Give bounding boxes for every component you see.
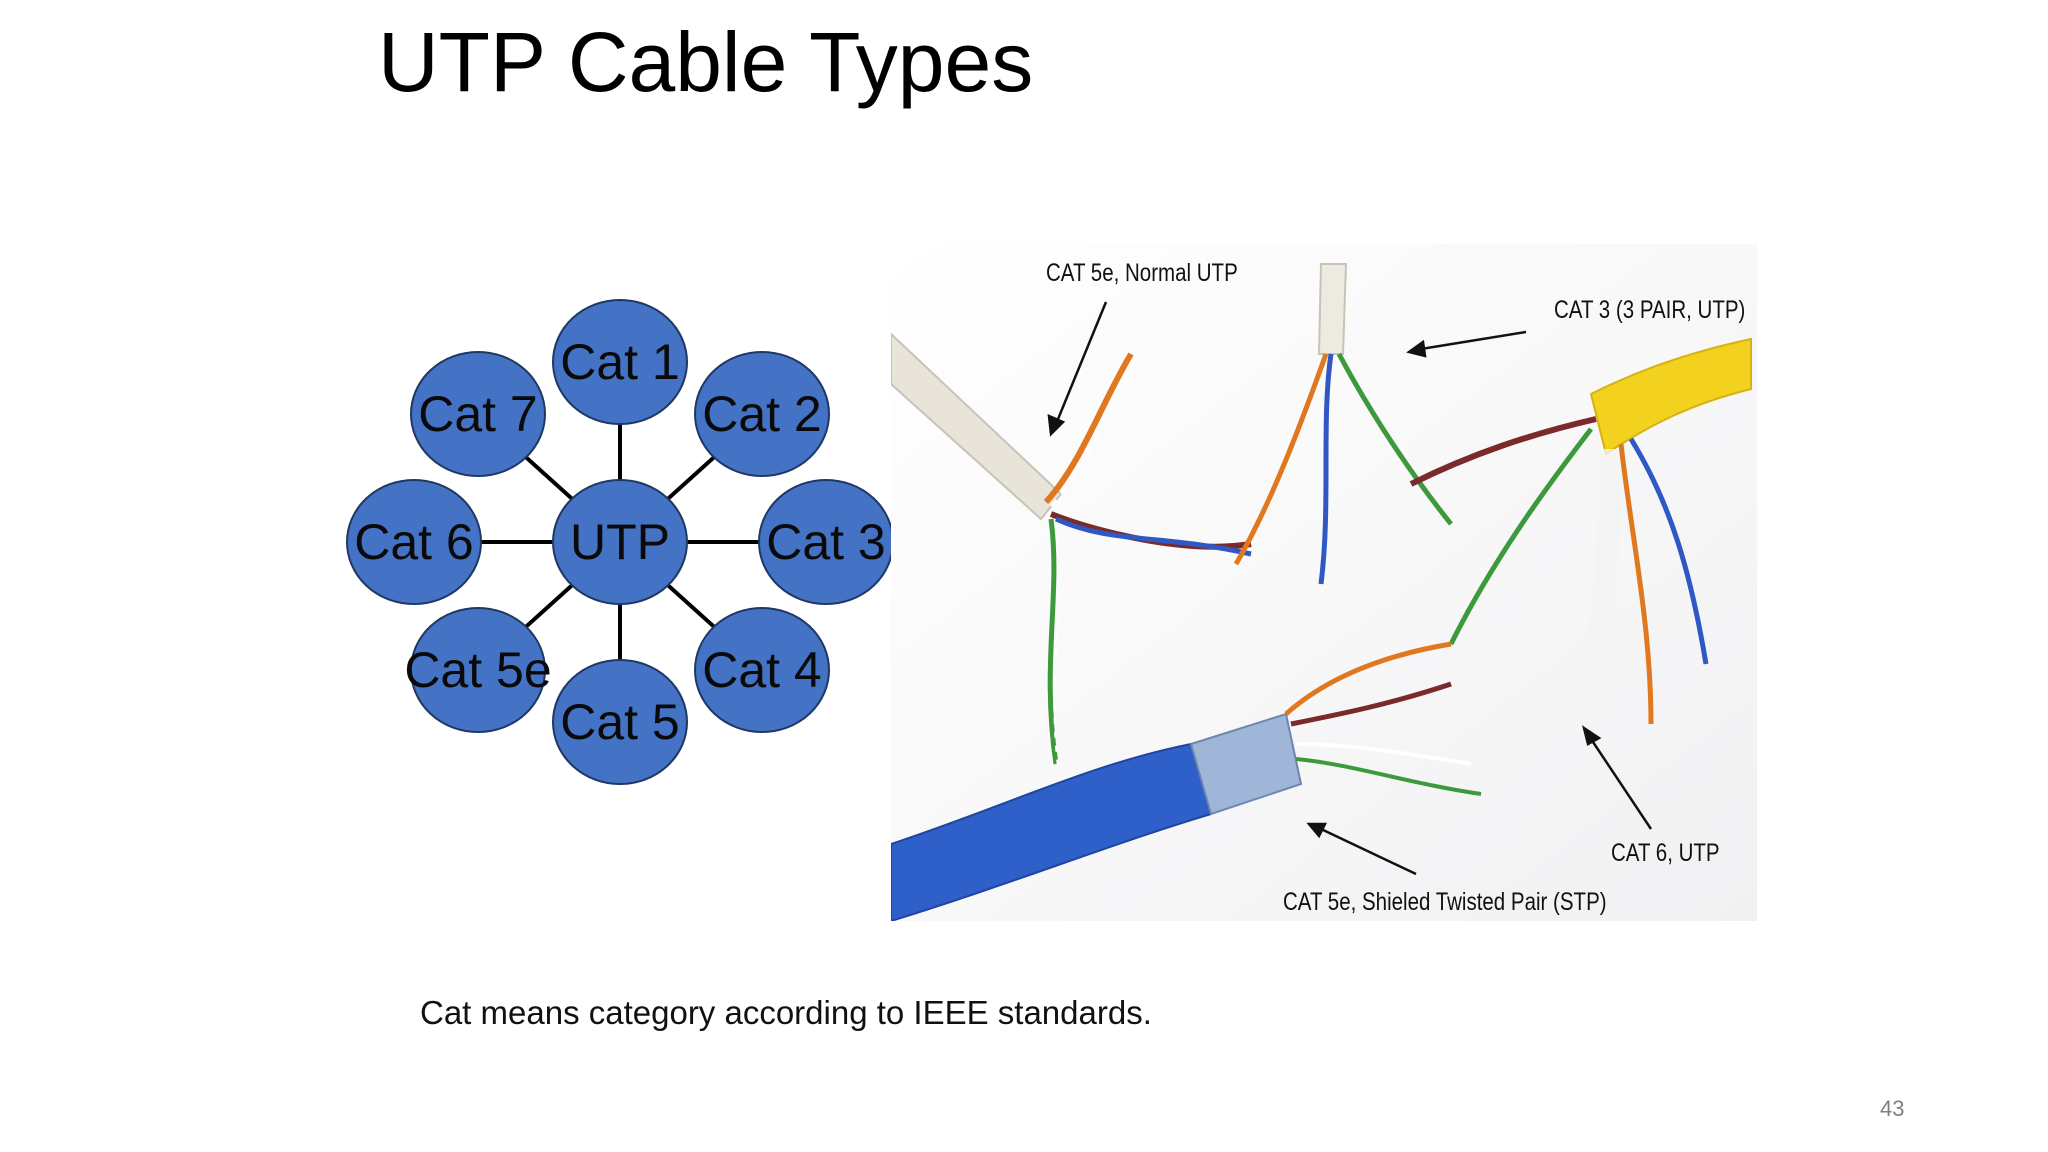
- cat5e-stp-cable: [891, 641, 1482, 921]
- node-utp: [552, 479, 688, 605]
- label-cat6: CAT 6, UTP: [1611, 839, 1720, 867]
- node-cat1: [552, 299, 688, 425]
- node-label-cat3: Cat 3: [766, 514, 886, 570]
- node-cat5e: [410, 607, 546, 733]
- cat3-cable: [1233, 263, 1453, 585]
- node-cat5: [552, 659, 688, 785]
- cat5e-normal-cable: [891, 332, 1252, 775]
- node-label-cat7: Cat 7: [418, 386, 538, 442]
- footer-note: Cat means category according to IEEE sta…: [420, 994, 1152, 1031]
- node-label-cat5e: Cat 5e: [404, 642, 551, 698]
- node-label-cat6: Cat 6: [354, 514, 474, 570]
- utp-diagram: Cat 1 Cat 2 Cat 3 Cat 4 Cat 5 Cat 5e Cat…: [340, 280, 900, 800]
- node-label-cat1: Cat 1: [560, 334, 680, 390]
- slide-title: UTP Cable Types: [378, 15, 1034, 109]
- node-cat2: [694, 351, 830, 477]
- label-cat5e-normal: CAT 5e, Normal UTP: [1046, 259, 1238, 287]
- node-cat6: [346, 479, 482, 605]
- label-cat5e-stp: CAT 5e, Shieled Twisted Pair (STP): [1283, 888, 1607, 916]
- node-cat4: [694, 607, 830, 733]
- node-label-cat2: Cat 2: [702, 386, 822, 442]
- page-number: 43: [1880, 1096, 1905, 1121]
- cable-photo: CAT 5e, Normal UTP CAT 3 (3 PAIR, UTP) C…: [891, 244, 1757, 921]
- node-cat7: [410, 351, 546, 477]
- node-label-cat5: Cat 5: [560, 694, 680, 750]
- node-label-utp: UTP: [570, 514, 670, 570]
- label-cat3: CAT 3 (3 PAIR, UTP): [1554, 296, 1746, 324]
- cat6-cable: [1409, 337, 1752, 725]
- node-label-cat4: Cat 4: [702, 642, 822, 698]
